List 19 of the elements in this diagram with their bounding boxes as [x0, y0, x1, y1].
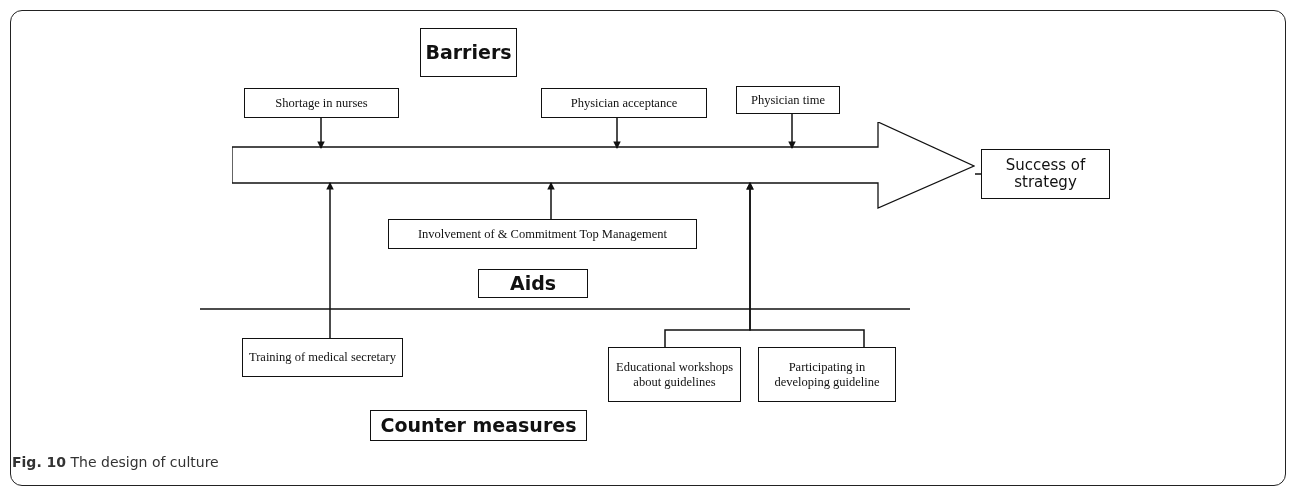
arrow	[317, 117, 325, 149]
caption: Fig. 10 The design of culture	[12, 454, 219, 470]
text-box: Shortage in nurses	[244, 88, 399, 118]
text-box: Physician acceptance	[541, 88, 707, 118]
arrow	[788, 113, 796, 149]
text-box: Participating in developing guideline	[758, 347, 896, 402]
block-arrow	[232, 122, 975, 209]
text-box: Involvement of & Commitment Top Management	[388, 219, 697, 249]
arrow	[326, 182, 334, 339]
arrow	[746, 182, 865, 348]
heading-box: Aids	[478, 269, 588, 298]
text-box: Physician time	[736, 86, 840, 114]
text-box: Educational workshops about guidelines	[608, 347, 741, 402]
arrow	[547, 182, 555, 220]
heading-box: Barriers	[420, 28, 517, 77]
outcome-box: Success of strategy	[981, 149, 1110, 199]
heading-box: Counter measures	[370, 410, 587, 441]
arrow	[613, 117, 621, 149]
text-box: Training of medical secretary	[242, 338, 403, 377]
